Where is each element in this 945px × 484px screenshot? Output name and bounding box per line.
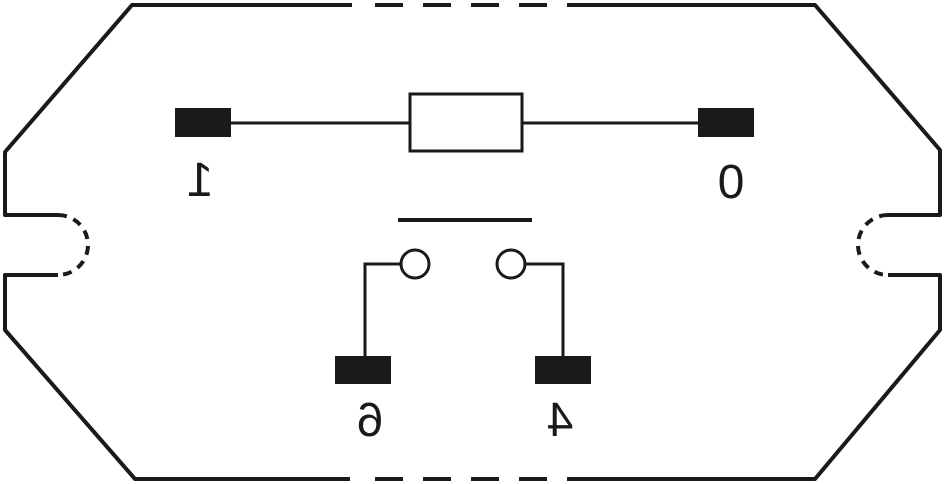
switch-contact — [335, 218, 591, 384]
coil-circuit — [175, 92, 754, 153]
pin-1-pad — [175, 108, 231, 137]
coil-symbol — [408, 92, 524, 153]
pin-0-pad — [698, 108, 754, 137]
housing-outline-right-lower — [570, 273, 942, 481]
contact-right — [495, 248, 527, 280]
contact-left-wire — [363, 262, 401, 356]
left-notch-arc — [57, 213, 90, 277]
housing-outline-left — [3, 3, 352, 217]
pin-4-pad — [535, 356, 591, 384]
pin-0-label: 0 — [718, 156, 745, 209]
housing-outline — [3, 3, 942, 481]
pin-6-pad — [335, 356, 391, 384]
contact-left — [399, 248, 431, 280]
contact-right-wire — [525, 262, 565, 356]
housing-outline-right — [570, 3, 942, 217]
pin-1-label: 1 — [187, 154, 214, 207]
pin-labels: 1 0 6 4 — [187, 154, 745, 447]
housing-outline-left-lower — [3, 273, 350, 481]
pin-6-label: 6 — [357, 394, 384, 447]
pin-4-label: 4 — [547, 394, 574, 447]
right-notch-arc — [856, 213, 889, 277]
